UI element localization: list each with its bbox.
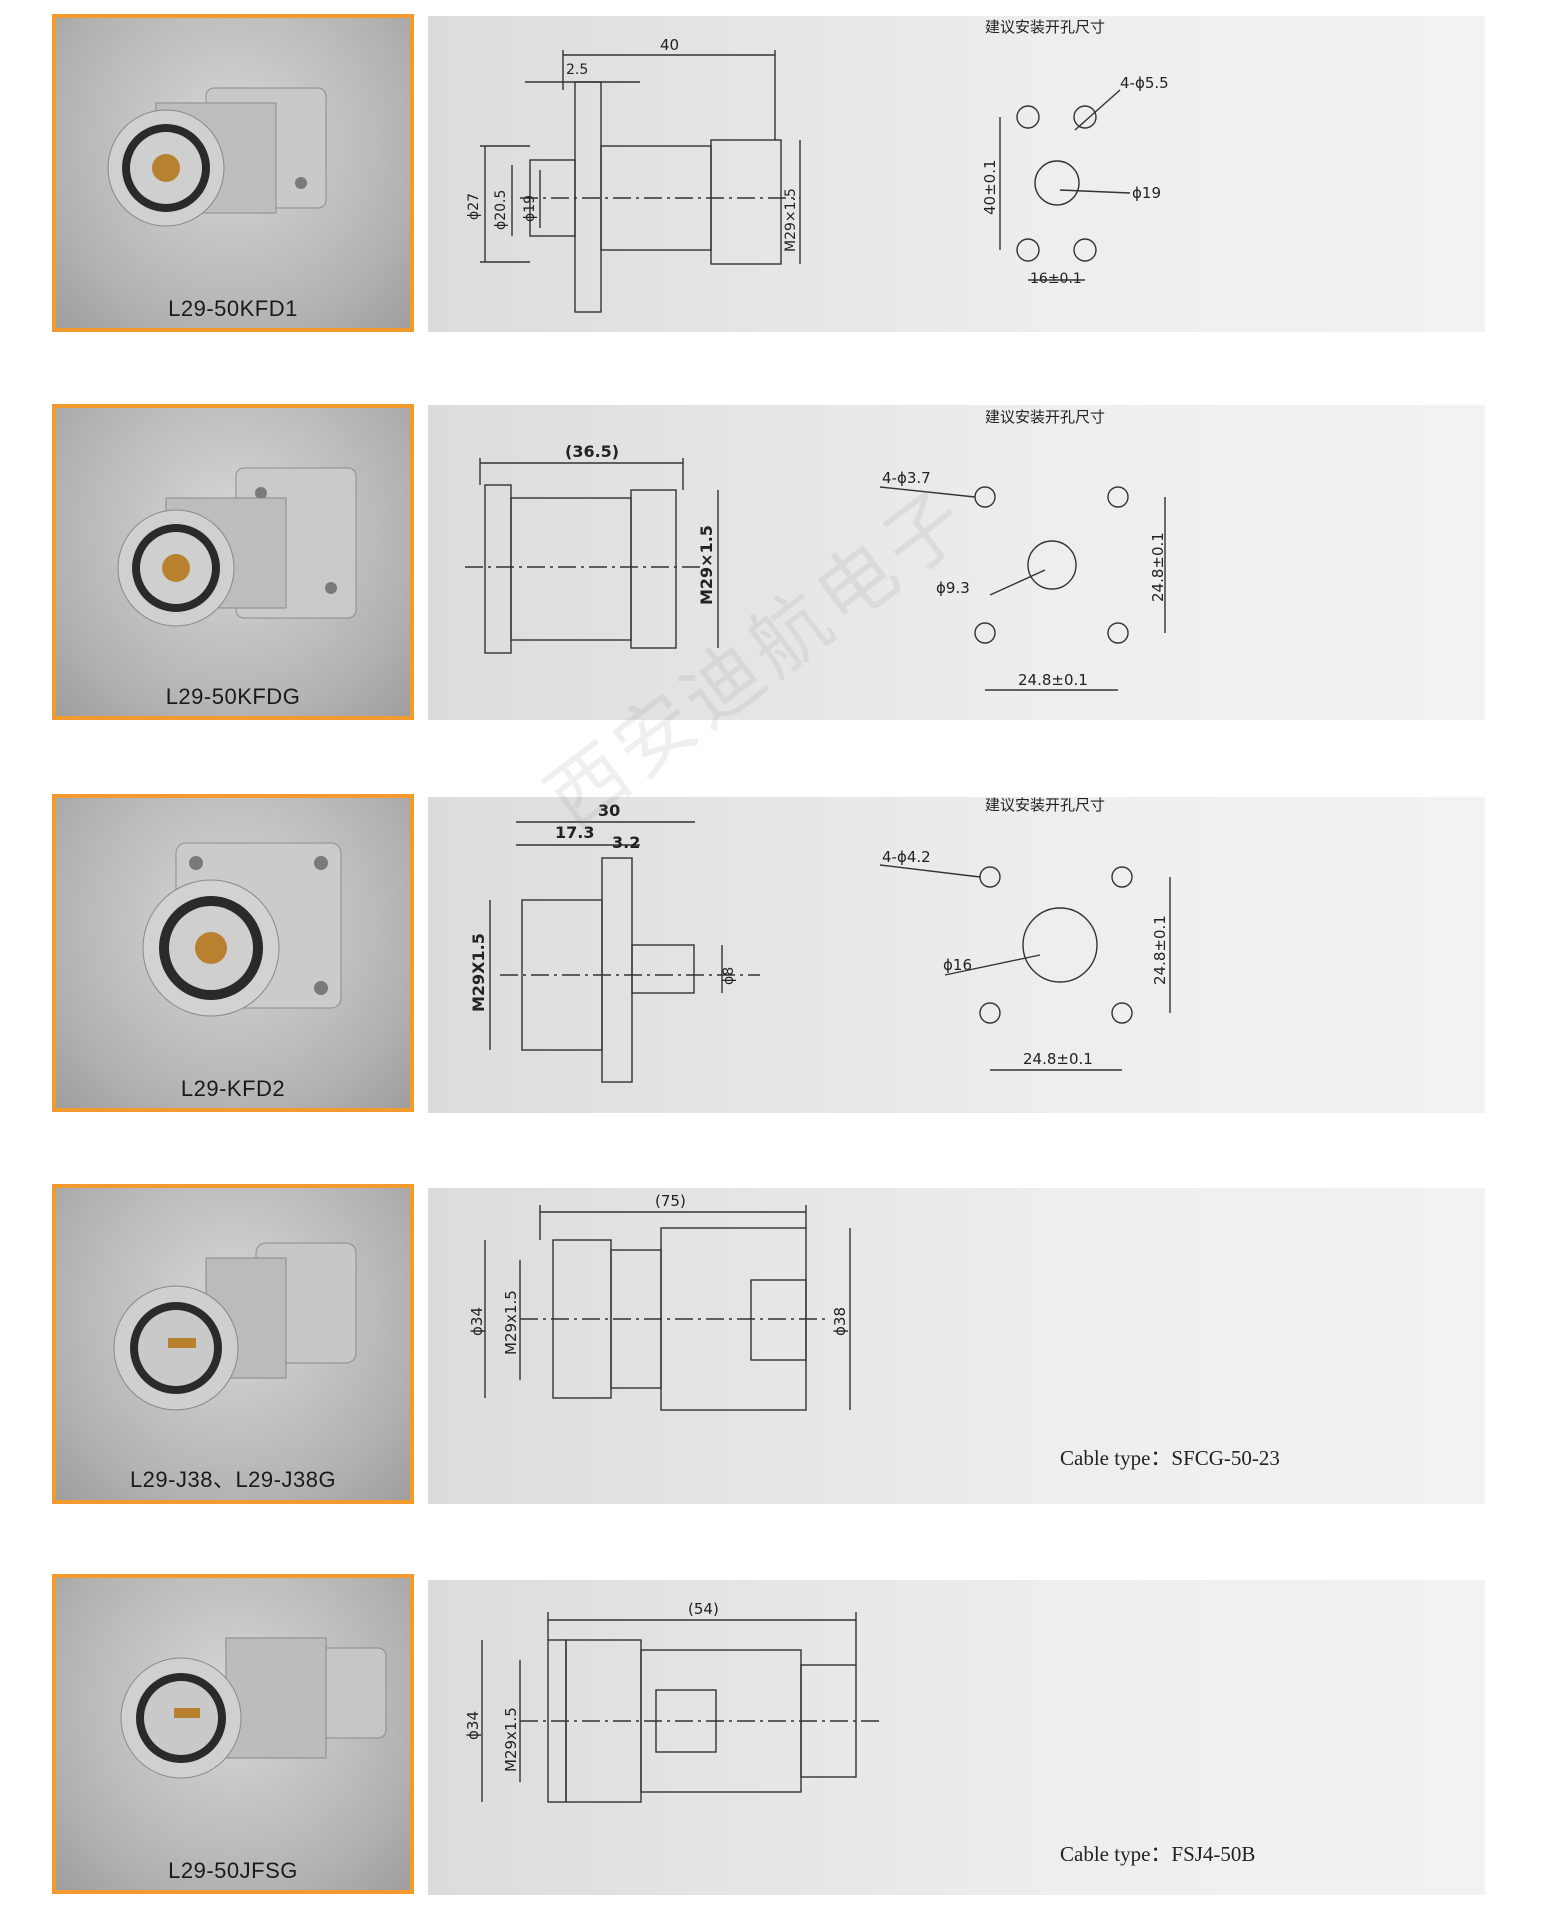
dim-label: 24.8±0.1 bbox=[1018, 671, 1088, 689]
dim-label: 24.8±0.1 bbox=[1151, 915, 1169, 985]
dim-label: M29x1.5 bbox=[502, 1707, 520, 1772]
product-name: L29-50JFSG bbox=[168, 1858, 298, 1883]
dim-label: ϕ27 bbox=[466, 193, 482, 220]
connector-photo bbox=[142, 842, 342, 1017]
product-card-2: L29-50KFDG bbox=[52, 404, 414, 720]
drawing-band-5 bbox=[428, 1580, 1485, 1895]
dim-label: 2.5 bbox=[566, 62, 588, 78]
product-card-1: L29-50KFD1 bbox=[52, 14, 414, 332]
hole-section-title: 建议安装开孔尺寸 bbox=[985, 18, 1105, 36]
connector-photo bbox=[120, 1637, 387, 1779]
dim-label: 4-ϕ3.7 bbox=[882, 469, 931, 487]
cable-type-label: Cable type：SFCG-50-23 bbox=[1060, 1446, 1280, 1470]
dim-label: ϕ19 bbox=[522, 195, 538, 222]
product-name: L29-50KFD1 bbox=[168, 296, 298, 321]
dim-label: 40 bbox=[660, 36, 679, 54]
dim-label: ϕ38 bbox=[831, 1307, 849, 1336]
dim-label: 4-ϕ4.2 bbox=[882, 848, 931, 866]
connector-photo bbox=[117, 467, 357, 627]
dim-label: 30 bbox=[598, 801, 620, 820]
dim-label: (75) bbox=[655, 1192, 686, 1210]
dim-label: ϕ8 bbox=[721, 967, 737, 985]
dim-label: M29X1.5 bbox=[469, 933, 488, 1012]
dim-label: 3.2 bbox=[612, 833, 640, 852]
dim-label: ϕ19 bbox=[1132, 184, 1161, 202]
connector-photo bbox=[107, 87, 327, 227]
dim-label: 16±0.1 bbox=[1030, 271, 1082, 287]
dim-label: ϕ34 bbox=[464, 1711, 482, 1740]
dim-label: 17.3 bbox=[555, 823, 594, 842]
dim-label: (36.5) bbox=[565, 442, 619, 461]
dim-label: 40±0.1 bbox=[981, 159, 999, 215]
product-name: L29-KFD2 bbox=[180, 1076, 286, 1101]
dim-label: ϕ20.5 bbox=[493, 190, 509, 230]
drawing-band-3 bbox=[428, 797, 1485, 1113]
product-name: L29-50KFDG bbox=[165, 684, 301, 709]
drawing-band-2 bbox=[428, 405, 1485, 720]
dim-label: M29x1.5 bbox=[502, 1290, 520, 1355]
dim-label: ϕ9.3 bbox=[936, 579, 970, 597]
product-card-4: L29-J38、L29-J38G bbox=[52, 1184, 414, 1504]
connector-photo bbox=[113, 1242, 357, 1411]
dim-label: 4-ϕ5.5 bbox=[1120, 74, 1169, 92]
cable-type-label: Cable type：FSJ4-50B bbox=[1060, 1842, 1256, 1866]
dim-label: M29×1.5 bbox=[697, 525, 716, 605]
hole-section-title: 建议安装开孔尺寸 bbox=[985, 408, 1105, 426]
product-card-5: L29-50JFSG bbox=[52, 1574, 414, 1894]
dim-label: ϕ16 bbox=[943, 956, 972, 974]
dim-label: 24.8±0.1 bbox=[1023, 1050, 1093, 1068]
dim-label: M29×1.5 bbox=[783, 188, 799, 252]
product-name: L29-J38、L29-J38G bbox=[129, 1467, 337, 1492]
drawing-band-1 bbox=[428, 16, 1485, 332]
product-card-3: L29-KFD2 bbox=[52, 794, 414, 1112]
dim-label: ϕ34 bbox=[468, 1307, 486, 1336]
hole-section-title: 建议安装开孔尺寸 bbox=[985, 796, 1105, 814]
dim-label: 24.8±0.1 bbox=[1149, 532, 1167, 602]
dim-label: (54) bbox=[688, 1600, 719, 1618]
